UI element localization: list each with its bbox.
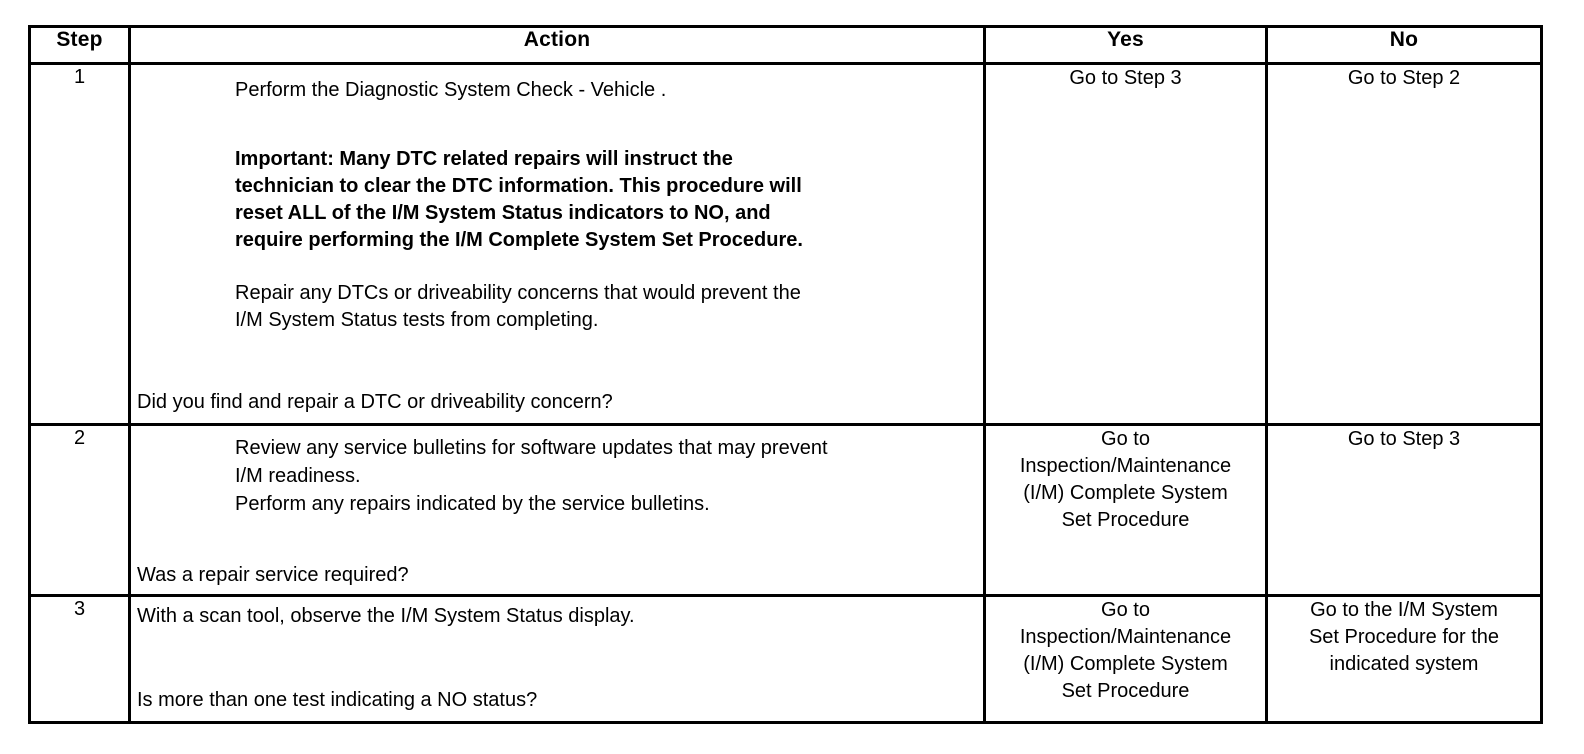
table-row: 2 Review any service bulletins for softw…	[28, 423, 1543, 597]
action-cell: With a scan tool, observe the I/M System…	[128, 594, 986, 724]
action-question: Was a repair service required?	[137, 564, 409, 586]
action-cell: Review any service bulletins for softwar…	[128, 423, 986, 597]
column-header-yes: Yes	[983, 25, 1268, 65]
action-paragraph-bulletins: Review any service bulletins for softwar…	[235, 437, 828, 515]
no-answer-cell: Go to the I/M System Set Procedure for t…	[1265, 594, 1543, 724]
diagnostic-step-table: Step Action Yes No 1 Perform the Diagnos…	[28, 25, 1543, 724]
step-number-cell: 2	[28, 423, 131, 597]
step-number-cell: 3	[28, 594, 131, 724]
paragraph-spacer	[135, 104, 977, 146]
action-cell: Perform the Diagnostic System Check - Ve…	[128, 62, 986, 426]
yes-answer-cell: Go to Step 3	[983, 62, 1268, 426]
column-header-step: Step	[28, 25, 131, 65]
action-paragraph-repair: Repair any DTCs or driveability concerns…	[235, 282, 801, 331]
table-row: 1 Perform the Diagnostic System Check - …	[28, 62, 1543, 426]
no-answer-cell: Go to Step 3	[1265, 423, 1543, 597]
table-row: 3 With a scan tool, observe the I/M Syst…	[28, 594, 1543, 724]
table-header-row: Step Action Yes No	[28, 25, 1543, 65]
action-question: Did you find and repair a DTC or driveab…	[137, 391, 613, 413]
yes-answer-cell: Go to Inspection/Maintenance (I/M) Compl…	[983, 423, 1268, 597]
yes-answer-cell: Go to Inspection/Maintenance (I/M) Compl…	[983, 594, 1268, 724]
table-body: 1 Perform the Diagnostic System Check - …	[28, 62, 1543, 724]
table-header: Step Action Yes No	[28, 25, 1543, 65]
yes-answer-text: Go to Inspection/Maintenance (I/M) Compl…	[1019, 599, 1232, 702]
action-question: Is more than one test indicating a NO st…	[137, 689, 538, 711]
column-header-action: Action	[128, 25, 986, 65]
no-answer-text: Go to the I/M System Set Procedure for t…	[1308, 599, 1500, 675]
no-answer-text: Go to Step 2	[1347, 67, 1461, 89]
action-paragraph-important: Important: Many DTC related repairs will…	[235, 148, 803, 251]
yes-answer-text: Go to Inspection/Maintenance (I/M) Compl…	[1019, 428, 1232, 531]
step-number-cell: 1	[28, 62, 131, 426]
no-answer-cell: Go to Step 2	[1265, 62, 1543, 426]
yes-answer-text: Go to Step 3	[1069, 67, 1182, 89]
paragraph-spacer	[135, 254, 977, 280]
action-paragraph-intro: Perform the Diagnostic System Check - Ve…	[235, 79, 667, 101]
action-paragraph-scan-tool: With a scan tool, observe the I/M System…	[137, 605, 635, 627]
column-header-no: No	[1265, 25, 1543, 65]
no-answer-text: Go to Step 3	[1347, 428, 1461, 450]
